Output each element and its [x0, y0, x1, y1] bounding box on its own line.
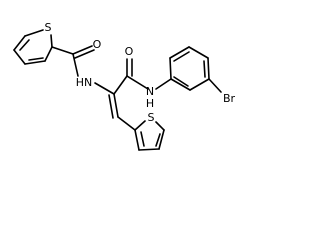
- bond-phenyl-1: [169, 57, 172, 80]
- bond-n-to-phenyl: [155, 78, 172, 90]
- bond-phenyl-inner-3: [173, 76, 189, 87]
- bond-hn-to-central-c: [94, 82, 115, 95]
- molecule-canvas: S O HN O N H: [13, 21, 236, 151]
- bond-phenyl-3: [188, 46, 209, 59]
- bond-phenyl-2: [169, 46, 190, 59]
- bond-top-thiophene-c3-c4: [13, 49, 26, 65]
- bond-bottom-thiophene-c5-c4: [158, 129, 165, 150]
- bond-central-c-to-vinyl-c: [113, 93, 119, 118]
- bond-carbonyl-to-nh: [72, 53, 79, 77]
- bond-phenyl-inner-2: [203, 60, 206, 78]
- atom-s-bottom-thiophene: S: [148, 111, 155, 124]
- atom-n-right: N: [146, 85, 154, 98]
- bond-carbonyl-to-o-left-double: [74, 49, 95, 59]
- bond-bottom-thiophene-double-1: [140, 131, 145, 147]
- bond-top-thiophene-c4-c5: [24, 60, 46, 65]
- bond-top-thiophene-c5-c2: [44, 46, 53, 62]
- bond-vinyl-c-to-thiophene: [117, 116, 136, 131]
- atom-h-right: H: [146, 97, 154, 110]
- thiophene-top-left: S: [13, 21, 53, 65]
- bond-top-thiophene-c2-s: [24, 29, 44, 37]
- bond-top-thiophene-double-2: [28, 57, 44, 61]
- bond-top-thiophene-double-1: [19, 39, 30, 51]
- atom-br: Br: [223, 92, 236, 105]
- bond-right-carbonyl-to-n: [126, 75, 149, 90]
- bond-bottom-thiophene-c3-c2: [134, 129, 140, 151]
- bond-phenyl-6: [170, 78, 191, 91]
- bond-phenyl-5: [189, 78, 210, 91]
- chemical-structure-diagram: S O HN O N H: [13, 21, 236, 151]
- atom-hn-left: HN: [76, 76, 93, 89]
- bond-phenyl-to-br: [208, 78, 222, 93]
- bond-top-thiophene-c2-c3: [13, 35, 26, 51]
- atom-s-top-thiophene: S: [45, 21, 52, 34]
- left-amide-group: O HN: [51, 38, 102, 89]
- bond-top-thiophene-s-c5: [50, 34, 53, 48]
- bond-central-c-to-vinyl-c-double: [108, 94, 114, 119]
- thiophene-bottom: S: [134, 111, 165, 151]
- bond-phenyl-inner-1: [173, 51, 190, 62]
- bond-phenyl-4: [207, 57, 210, 80]
- bond-bottom-thiophene-c4-c3: [138, 148, 160, 151]
- bond-bottom-thiophene-s-c5: [155, 121, 165, 131]
- bond-carbonyl-to-o-left: [72, 45, 93, 55]
- bond-bottom-thiophene-c2-s: [134, 120, 146, 131]
- central-backbone: [94, 75, 136, 131]
- bond-thiophene-to-carbonyl: [51, 46, 74, 55]
- atom-o-left-carbonyl: O: [93, 38, 102, 51]
- bond-bottom-thiophene-double-2: [155, 133, 161, 147]
- right-amide-group: O N H: [125, 45, 154, 110]
- atom-o-right-carbonyl: O: [125, 45, 134, 58]
- bond-central-c-to-carbonyl-right: [113, 75, 128, 95]
- bromophenyl-ring: Br: [155, 46, 236, 105]
